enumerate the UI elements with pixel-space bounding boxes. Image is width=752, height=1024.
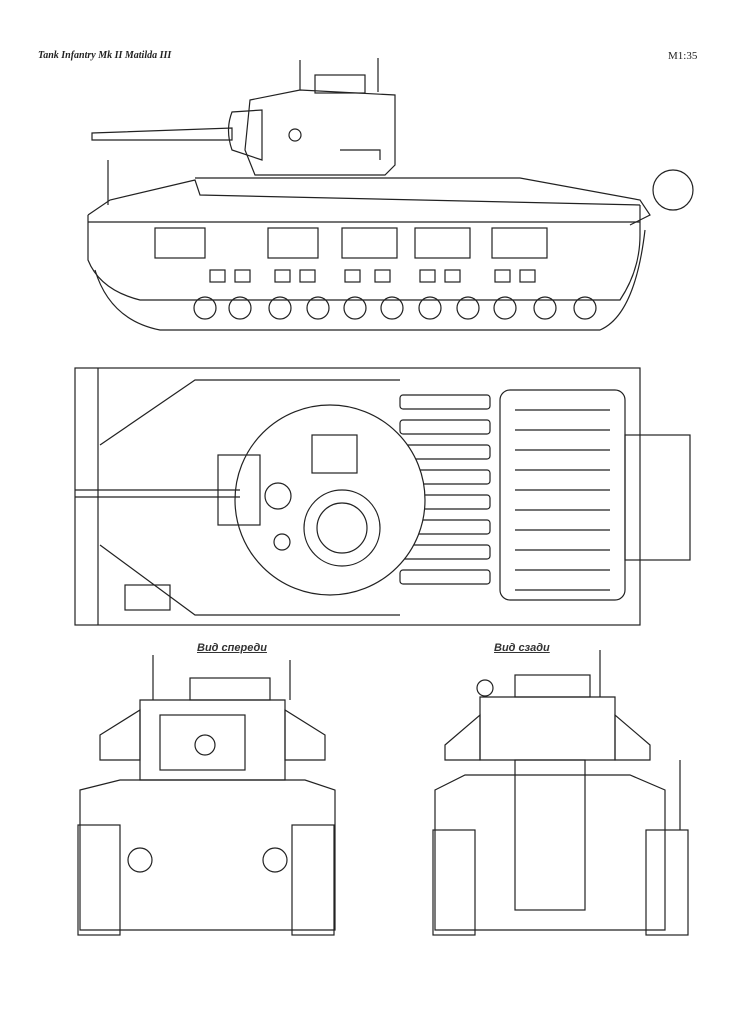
front-view bbox=[77, 655, 336, 936]
side-view bbox=[87, 58, 694, 331]
rear-view bbox=[432, 650, 689, 936]
scale-label: M1:35 bbox=[668, 50, 698, 62]
front-view-label: Вид спереди bbox=[197, 642, 267, 654]
top-view bbox=[74, 367, 691, 626]
drawing-title: Tank Infantry Mk II Matilda III bbox=[38, 50, 172, 61]
rear-view-label: Вид сзади bbox=[494, 642, 550, 654]
